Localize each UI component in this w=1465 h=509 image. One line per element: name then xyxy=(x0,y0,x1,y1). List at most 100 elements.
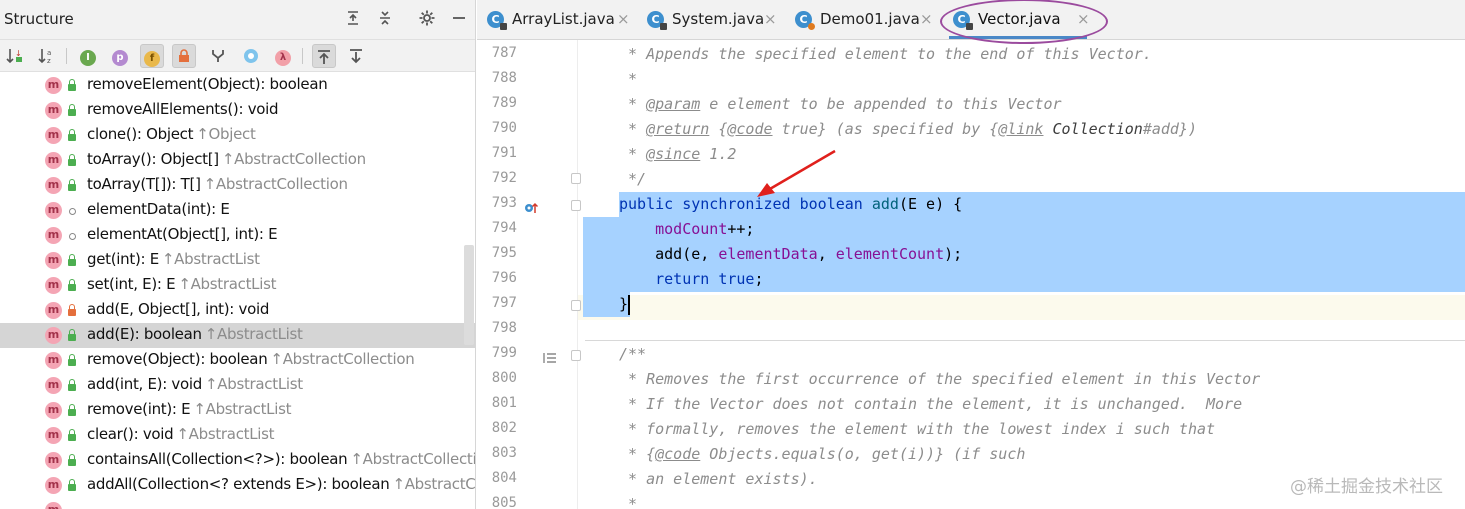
inherited-arrow-icon: ↑ xyxy=(204,325,218,343)
line-number: 795 xyxy=(491,245,517,261)
show-fields-icon[interactable]: f xyxy=(140,44,164,68)
code-line-796: return true; xyxy=(655,270,764,288)
code-line-801: * If the Vector does not contain the ele… xyxy=(619,395,1243,413)
code-line-794: modCount++; xyxy=(655,220,755,238)
close-icon[interactable]: × xyxy=(920,10,933,28)
structure-scrollbar[interactable] xyxy=(464,245,474,345)
structure-item[interactable]: m toArray(T[]): T[]↑AbstractCollection xyxy=(0,173,475,198)
class-icon: C xyxy=(795,11,815,30)
method-icon: m xyxy=(45,352,62,369)
minimize-icon[interactable] xyxy=(448,9,470,31)
fold-marker[interactable] xyxy=(571,300,581,311)
editor-tabbar: C ArrayList.java × C System.java × C Dem… xyxy=(477,0,1465,44)
line-number: 793 xyxy=(491,195,517,211)
fold-marker[interactable] xyxy=(571,350,581,361)
fold-marker[interactable] xyxy=(571,200,581,211)
code-line-788: * xyxy=(619,70,638,88)
sort-by-visibility-icon[interactable]: ↓ xyxy=(3,44,27,68)
show-lambdas-icon[interactable] xyxy=(239,44,263,68)
package-private-icon xyxy=(66,204,78,217)
svg-text:↓: ↓ xyxy=(15,49,22,58)
watermark: @稀土掘金技术社区 xyxy=(1290,477,1443,497)
inherited-arrow-icon: ↑ xyxy=(270,350,283,368)
show-properties-icon[interactable]: p xyxy=(108,44,132,68)
structure-item-label: clear(): void↑AbstractList xyxy=(87,425,275,443)
public-lock-icon xyxy=(66,79,78,92)
method-icon: m xyxy=(45,152,62,169)
close-icon[interactable]: × xyxy=(617,10,630,28)
method-icon: m xyxy=(45,102,62,119)
code-line-797: } xyxy=(619,295,629,313)
method-icon: m xyxy=(45,177,62,194)
public-lock-icon xyxy=(66,404,78,417)
structure-item-label: remove(int): E↑AbstractList xyxy=(87,400,292,418)
inherited-arrow-icon: ↑ xyxy=(392,475,405,493)
code-line-800: * Removes the first occurrence of the sp… xyxy=(619,370,1261,388)
line-number: 800 xyxy=(491,370,517,386)
tab-system[interactable]: C System.java × xyxy=(637,0,787,40)
close-icon[interactable]: × xyxy=(764,10,777,28)
expand-all-icon[interactable] xyxy=(342,9,364,31)
collapse-all-icon[interactable] xyxy=(374,9,396,31)
structure-item-label: elementData(int): E xyxy=(87,200,230,218)
code-line-803: * {@code Objects.equals(o, get(i))} (if … xyxy=(619,445,1026,463)
inherited-arrow-icon: ↑ xyxy=(196,125,209,143)
tab-demo01[interactable]: C Demo01.java × xyxy=(785,0,940,40)
method-icon: m xyxy=(45,402,62,419)
inherited-arrow-icon: ↑ xyxy=(221,150,235,168)
inherited-arrow-icon: ↑ xyxy=(176,425,189,443)
inherited-arrow-icon: ↑ xyxy=(350,450,363,468)
autoscroll-to-source-icon[interactable] xyxy=(312,44,336,68)
public-lock-icon xyxy=(66,379,78,392)
show-non-public-icon[interactable] xyxy=(172,44,196,68)
code-line-792: */ xyxy=(619,170,647,188)
method-icon: m xyxy=(45,127,62,144)
code-line-789: * @param e element to be appended to thi… xyxy=(619,95,1062,113)
autoscroll-from-source-icon[interactable] xyxy=(344,44,368,68)
show-inherited-icon[interactable]: I xyxy=(76,44,100,68)
gear-icon[interactable] xyxy=(416,9,438,31)
line-number: 804 xyxy=(491,470,517,486)
structure-item[interactable]: m xyxy=(0,498,475,509)
show-lambdas-alt-icon[interactable]: λ xyxy=(271,44,295,68)
code-line-791: * @since 1.2 xyxy=(619,145,737,163)
method-icon: m xyxy=(45,452,62,469)
structure-item[interactable]: m toArray(): Object[]↑AbstractCollection xyxy=(0,148,475,173)
overrides-method-icon[interactable] xyxy=(524,200,539,218)
line-number: 796 xyxy=(491,270,517,286)
structure-header: Structure xyxy=(0,0,475,40)
structure-item-label: toArray(T[]): T[]↑AbstractCollection xyxy=(87,175,348,193)
javadoc-render-icon[interactable] xyxy=(543,350,557,368)
tab-arraylist[interactable]: C ArrayList.java × xyxy=(477,0,633,40)
line-number: 799 xyxy=(491,345,517,361)
line-number: 792 xyxy=(491,170,517,186)
show-anonymous-icon[interactable] xyxy=(206,44,230,68)
code-line-787: * Appends the specified element to the e… xyxy=(619,45,1152,63)
public-lock-icon xyxy=(66,154,78,167)
method-icon: m xyxy=(45,252,62,269)
structure-item-label: toArray(): Object[]↑AbstractCollection xyxy=(87,150,366,168)
fold-marker[interactable] xyxy=(571,173,581,184)
structure-item[interactable]: m remove(int): E↑AbstractList xyxy=(0,398,475,423)
structure-item-label: add(int, E): void↑AbstractList xyxy=(87,375,303,393)
line-number: 787 xyxy=(491,45,517,61)
inherited-arrow-icon: ↑ xyxy=(178,275,191,293)
